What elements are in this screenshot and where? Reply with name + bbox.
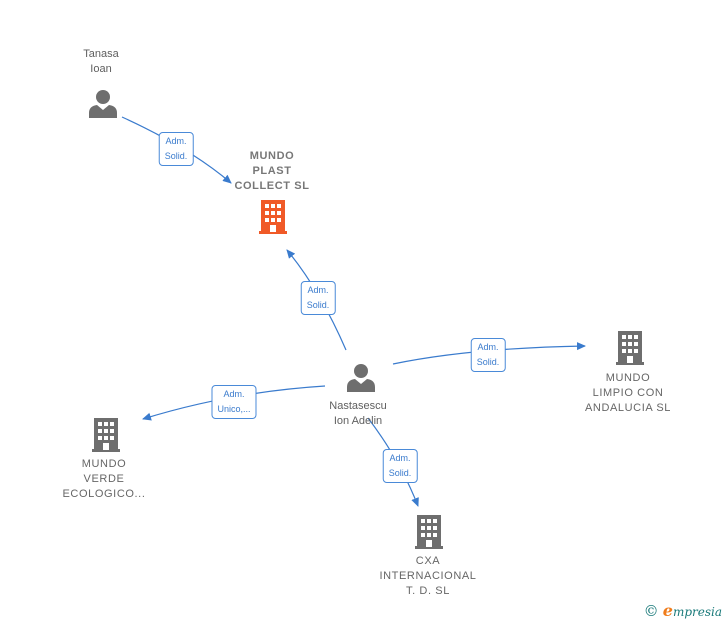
edge-label-tanasa-plast[interactable]: Adm. Solid. [158, 132, 194, 166]
node-label-cxa-internacional[interactable]: CXA INTERNACIONAL T. D. SL [379, 555, 477, 597]
building-icon[interactable] [92, 418, 120, 452]
edge-label-nastasescu-plast[interactable]: Adm. Solid. [300, 281, 336, 315]
person-icon[interactable] [347, 364, 375, 392]
building-icon[interactable] [415, 515, 443, 549]
edge-label-nastasescu-limpio[interactable]: Adm. Solid. [470, 338, 506, 372]
node-label-mundo-limpio[interactable]: MUNDO LIMPIO CON ANDALUCIA SL [584, 372, 672, 414]
person-icon[interactable] [89, 90, 117, 118]
node-label-tanasa-ioan[interactable]: Tanasa Ioan [83, 48, 119, 75]
node-label-mundo-verde[interactable]: MUNDO VERDE ECOLOGICO... [62, 458, 146, 500]
building-icon[interactable] [259, 200, 287, 234]
brand-initial: e [662, 601, 673, 620]
edge-label-nastasescu-cxa[interactable]: Adm. Solid. [382, 449, 418, 483]
copyright-symbol: © [643, 602, 659, 620]
empresia-logo: © empresia [644, 601, 722, 620]
edge-label-nastasescu-verde[interactable]: Adm. Unico,... [211, 385, 257, 419]
node-label-nastasescu-ion-adelin[interactable]: Nastasescu Ion Adelin [329, 400, 387, 427]
building-icon[interactable] [616, 331, 644, 365]
brand-name: mpresia [672, 605, 722, 619]
node-label-mundo-plast-collect[interactable]: MUNDO PLAST COLLECT SL [234, 150, 310, 192]
